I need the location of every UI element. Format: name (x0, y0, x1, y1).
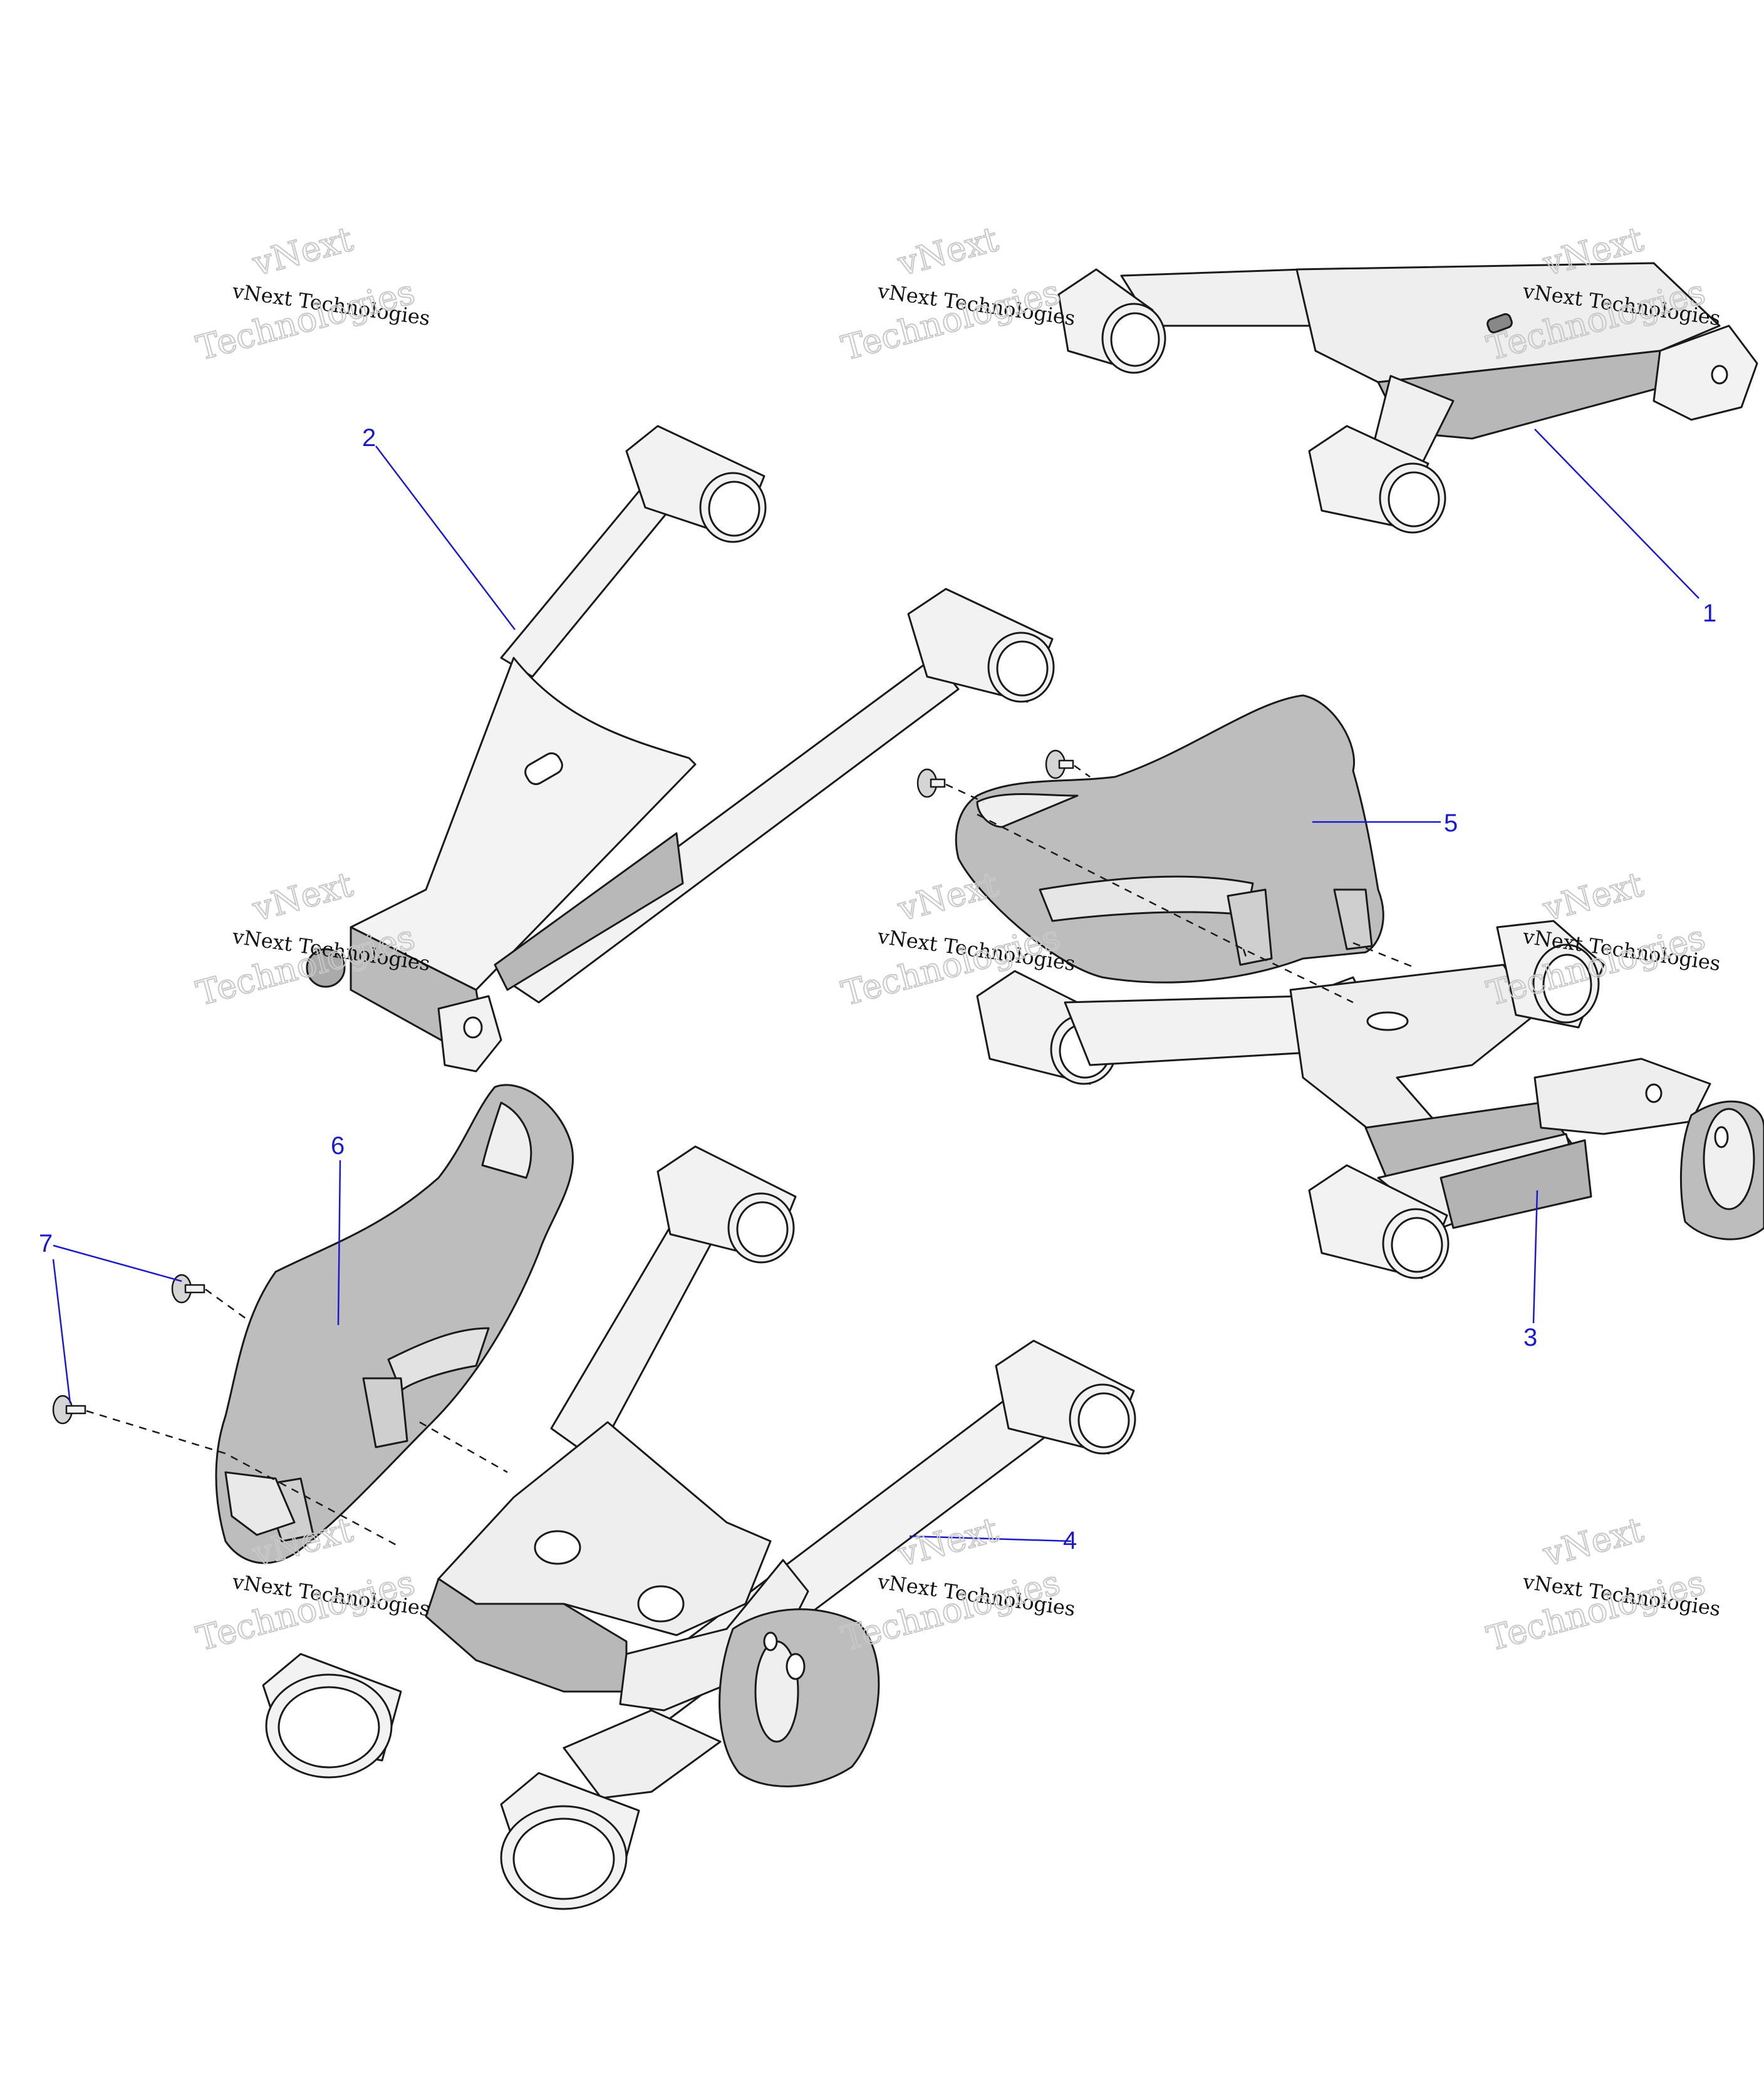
assembly-lines (86, 764, 1416, 1549)
callouts: 1 2 3 4 5 6 7 (39, 424, 1716, 1554)
callout-3: 3 (1523, 1324, 1537, 1351)
leader-lines (52, 429, 1699, 1542)
watermark: vNext vNext Technologies Technologies (837, 219, 1077, 369)
part-2-control-arm (306, 425, 1055, 1073)
svg-text:vNext: vNext (893, 865, 1002, 929)
part-4-control-arm (262, 1145, 1136, 1910)
svg-text:vNext: vNext (248, 219, 357, 284)
callout-5: 5 (1444, 809, 1458, 837)
watermark: vNext vNext Technologies Technologies (1482, 1509, 1722, 1660)
callout-4: 4 (1063, 1527, 1077, 1554)
svg-text:vNext: vNext (1538, 865, 1647, 929)
callout-1: 1 (1703, 600, 1716, 627)
svg-text:vNext: vNext (248, 865, 357, 929)
part-6-guard (215, 1084, 574, 1564)
part-1-control-arm (1057, 262, 1758, 534)
callout-7: 7 (39, 1230, 53, 1257)
part-5-guard (955, 694, 1384, 984)
svg-text:vNext: vNext (1538, 1510, 1647, 1574)
part-7-fasteners (52, 749, 1074, 1425)
callout-6: 6 (331, 1132, 345, 1160)
watermark: vNext vNext Technologies Technologies (192, 219, 432, 369)
svg-text:vNext: vNext (893, 219, 1002, 284)
callout-2: 2 (362, 424, 376, 452)
part-3-control-arm (976, 920, 1764, 1279)
